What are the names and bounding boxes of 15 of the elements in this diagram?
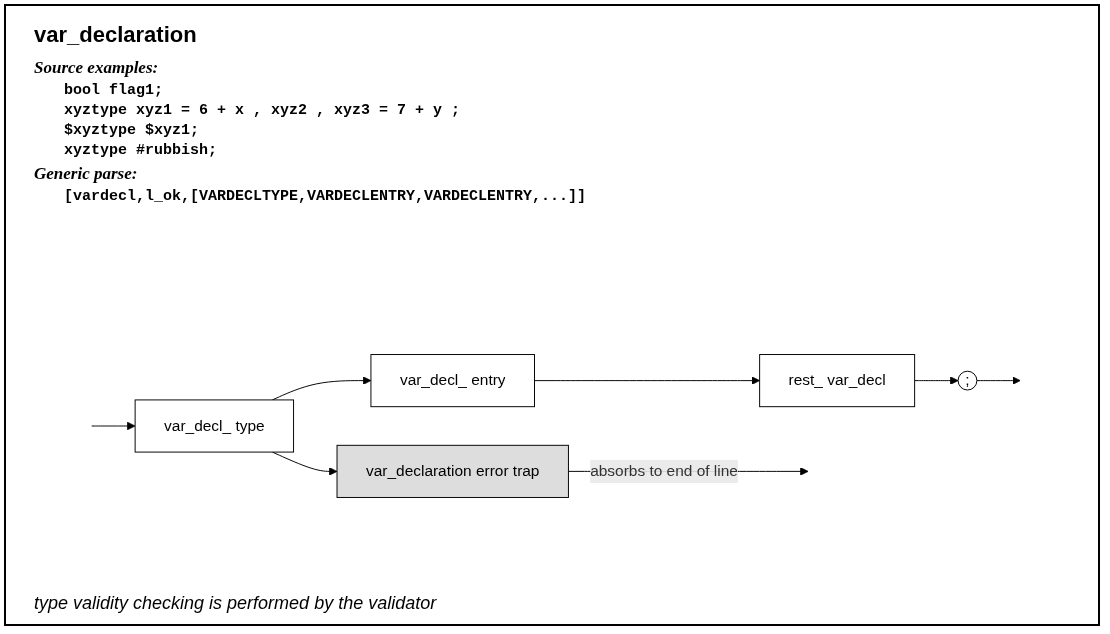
code-line: xyztype xyz1 = 6 + x , xyz2 , xyz3 = 7 + y ; [64, 102, 461, 119]
node-box: var_declaration error trap [336, 444, 569, 498]
code-line: [vardecl,l_ok,[VARDECLTYPE,VARDECLENTRY,VARDECLENTRY,...]] [64, 188, 587, 205]
section-heading: Source examples: [34, 58, 159, 78]
node-box: var_decl_ type [134, 399, 295, 453]
diagram-title: var_declaration [34, 22, 198, 48]
code-line: xyztype #rubbish; [64, 142, 218, 159]
note-text: type validity checking is performed by the validator [34, 593, 437, 614]
section-heading: Generic parse: [34, 164, 138, 184]
node-circle: ; [957, 370, 978, 391]
edge-label: absorbs to end of line [590, 462, 738, 480]
node-box: var_decl_ entry [370, 354, 535, 408]
node-box: rest_ var_decl [759, 354, 916, 408]
code-line: bool flag1; [64, 82, 164, 99]
code-line: $xyztype $xyz1; [64, 122, 200, 139]
